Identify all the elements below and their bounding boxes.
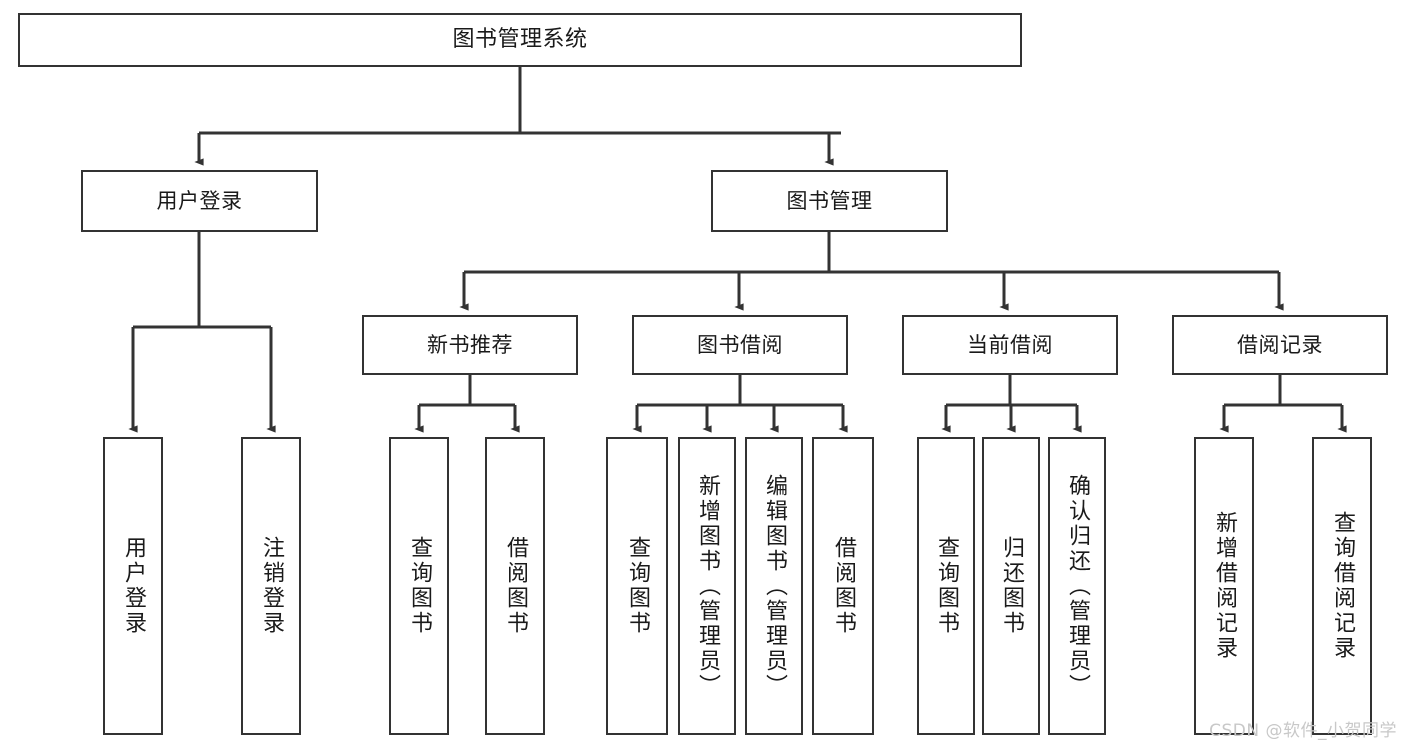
node-leaf-user-login[interactable]: 用户登录 [103,437,163,735]
node-user-login-label: 用户登录 [156,188,243,213]
node-book-manage[interactable]: 图书管理 [711,170,948,232]
node-leaf-return-book-label: 归还图书 [998,536,1024,636]
node-leaf-query-book-1-label: 查询图书 [406,536,432,636]
node-leaf-borrow-book-1-label: 借阅图书 [502,536,528,636]
node-leaf-edit-book[interactable]: 编辑图书（管理员） [745,437,803,735]
node-leaf-add-book-label: 新增图书（管理员） [694,473,720,699]
node-new-book-recommend-label: 新书推荐 [427,332,513,357]
node-leaf-borrow-book-1[interactable]: 借阅图书 [485,437,545,735]
node-book-borrow[interactable]: 图书借阅 [632,315,848,375]
node-leaf-confirm-return[interactable]: 确认归还（管理员） [1048,437,1106,735]
node-leaf-add-borrow-record-label: 新增借阅记录 [1211,511,1237,661]
node-leaf-add-borrow-record[interactable]: 新增借阅记录 [1194,437,1254,735]
node-leaf-query-borrow-record[interactable]: 查询借阅记录 [1312,437,1372,735]
node-leaf-query-book-3-label: 查询图书 [933,536,959,636]
node-borrow-record[interactable]: 借阅记录 [1172,315,1388,375]
node-book-borrow-label: 图书借阅 [697,332,783,357]
node-leaf-query-book-2[interactable]: 查询图书 [606,437,668,735]
node-borrow-record-label: 借阅记录 [1237,332,1323,357]
node-leaf-query-book-3[interactable]: 查询图书 [917,437,975,735]
node-leaf-return-book[interactable]: 归还图书 [982,437,1040,735]
node-leaf-user-logout-label: 注销登录 [258,536,284,636]
node-leaf-confirm-return-label: 确认归还（管理员） [1064,473,1090,699]
node-current-borrow[interactable]: 当前借阅 [902,315,1118,375]
node-leaf-add-book[interactable]: 新增图书（管理员） [678,437,736,735]
node-leaf-query-book-2-label: 查询图书 [624,536,650,636]
node-current-borrow-label: 当前借阅 [967,332,1053,357]
node-leaf-borrow-book-2[interactable]: 借阅图书 [812,437,874,735]
node-user-login[interactable]: 用户登录 [81,170,318,232]
node-leaf-query-borrow-record-label: 查询借阅记录 [1329,511,1355,661]
node-leaf-query-book-1[interactable]: 查询图书 [389,437,449,735]
node-leaf-edit-book-label: 编辑图书（管理员） [761,473,787,699]
node-book-manage-label: 图书管理 [786,188,873,213]
node-root[interactable]: 图书管理系统 [18,13,1022,67]
node-leaf-borrow-book-2-label: 借阅图书 [830,536,856,636]
node-leaf-user-logout[interactable]: 注销登录 [241,437,301,735]
node-root-label: 图书管理系统 [452,27,588,53]
node-new-book-recommend[interactable]: 新书推荐 [362,315,578,375]
node-leaf-user-login-label: 用户登录 [120,536,146,636]
